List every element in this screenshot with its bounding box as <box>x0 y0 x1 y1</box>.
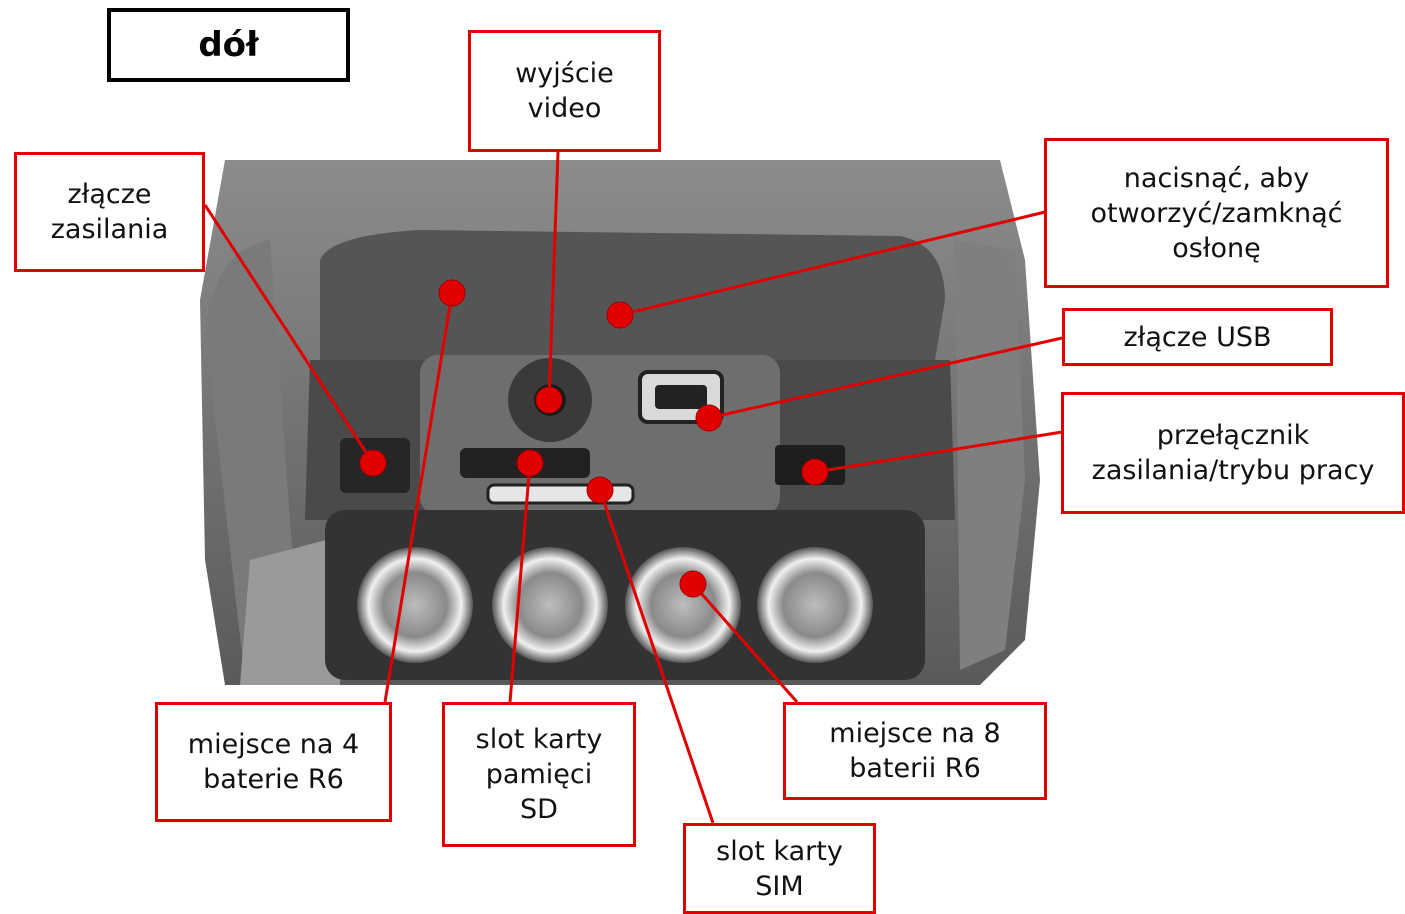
marker-dot <box>695 404 723 432</box>
leader-line <box>547 151 560 401</box>
leader-line <box>383 292 454 703</box>
marker-dot <box>586 476 614 504</box>
callout-power-connector: złącze zasilania <box>14 152 205 272</box>
page-title: dół <box>107 8 350 82</box>
leader-line <box>814 430 1063 474</box>
marker-dot <box>438 279 466 307</box>
marker-dot <box>516 449 544 477</box>
battery-shape <box>357 547 473 663</box>
callout-battery-8: miejsce na 8 baterii R6 <box>783 702 1047 800</box>
camera-right-panel <box>955 240 1025 670</box>
marker-dot <box>801 458 829 486</box>
battery-cover-flap <box>240 535 345 685</box>
marker-dot <box>359 449 387 477</box>
leader-line <box>691 583 799 703</box>
compartment-cover <box>320 230 945 360</box>
battery-shape <box>492 547 608 663</box>
leader-line <box>203 204 375 464</box>
usb-port-inner <box>655 385 707 409</box>
callout-usb: złącze USB <box>1062 308 1333 366</box>
callout-battery-4: miejsce na 4 baterie R6 <box>155 702 392 822</box>
callout-power-switch: przełącznik zasilania/trybu pracy <box>1061 392 1405 514</box>
markers <box>359 279 829 598</box>
leader-line <box>508 462 532 703</box>
camera-device <box>200 160 1040 685</box>
callout-sd-slot: slot karty pamięci SD <box>442 702 636 847</box>
marker-dot <box>606 301 634 329</box>
callout-video-out: wyjście video <box>468 30 661 152</box>
battery-shape <box>757 547 873 663</box>
leader-lines <box>203 151 1063 824</box>
leader-line <box>708 336 1063 420</box>
callout-cover-button: nacisnąć, aby otworzyć/zamknąć osłonę <box>1044 138 1389 288</box>
callout-sim-slot: slot karty SIM <box>683 823 876 914</box>
leader-line <box>619 210 1046 317</box>
marker-dot <box>679 570 707 598</box>
marker-dot <box>535 386 563 414</box>
battery-shape <box>625 547 741 663</box>
leader-line <box>598 489 715 824</box>
